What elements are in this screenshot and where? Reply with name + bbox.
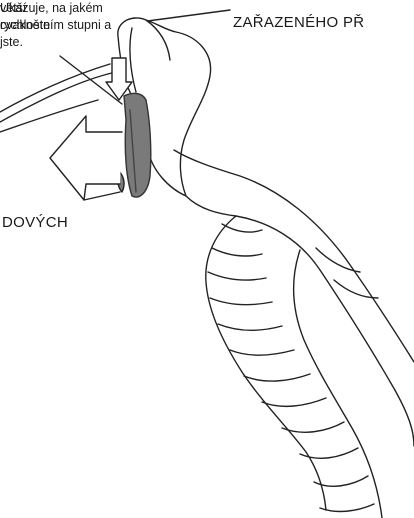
shift-direction-arrow-icon	[50, 116, 122, 200]
large-gear-line-2: cvakněte	[0, 17, 50, 34]
handlebar-tube-left	[0, 64, 116, 132]
handlebar-drop	[174, 150, 414, 518]
shift-lever	[124, 93, 151, 197]
large-gear-line-1: větší	[0, 0, 26, 17]
leader-line-top	[140, 10, 230, 22]
large-gear-heading: DOVÝCH	[2, 214, 68, 231]
gear-indicator-heading: ZAŘAZENÉHO PŘ	[233, 14, 364, 31]
gear-indicator-line-3: jste.	[0, 34, 23, 51]
